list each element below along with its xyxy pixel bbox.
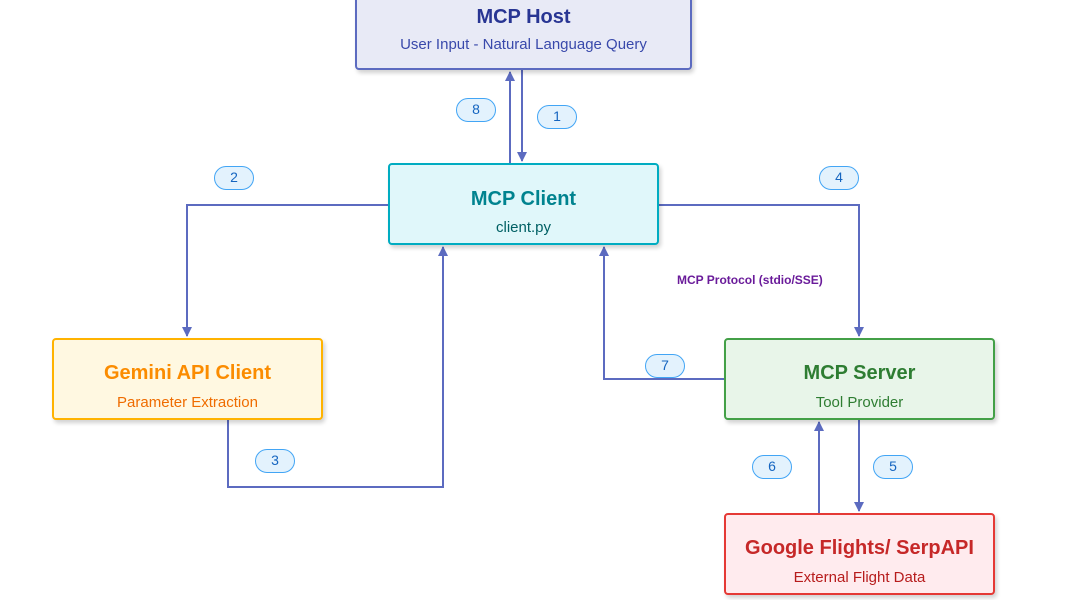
mcp-server-subtitle: Tool Provider — [815, 394, 904, 411]
gemini-api-client-title: Gemini API Client — [103, 362, 272, 384]
google-flights-subtitle: External Flight Data — [793, 569, 926, 586]
edge-gemini-to-client — [227, 246, 448, 488]
step-badge-4: 4 — [819, 166, 859, 190]
mcp-host-node: MCP Host User Input - Natural Language Q… — [355, 0, 692, 70]
edge-client-to-gemini — [182, 204, 388, 337]
edge-server-to-client — [599, 246, 724, 380]
protocol-edge-label: MCP Protocol (stdio/SSE) — [677, 273, 823, 287]
mcp-client-title: MCP Client — [470, 188, 577, 210]
gemini-api-client-node: Gemini API Client Parameter Extraction — [52, 338, 323, 420]
step-badge-7: 7 — [645, 354, 685, 378]
edge-client-to-server — [659, 204, 864, 337]
mcp-server-title: MCP Server — [803, 362, 916, 384]
step-badge-5: 5 — [873, 455, 913, 479]
step-badge-2: 2 — [214, 166, 254, 190]
step-badge-1: 1 — [537, 105, 577, 129]
step-badge-3: 3 — [255, 449, 295, 473]
step-badge-8: 8 — [456, 98, 496, 122]
mcp-client-subtitle: client.py — [495, 219, 552, 236]
gemini-api-client-subtitle: Parameter Extraction — [117, 394, 258, 411]
google-flights-title: Google Flights/ SerpAPI — [745, 537, 974, 559]
mcp-host-subtitle: User Input - Natural Language Query — [400, 36, 647, 53]
step-badge-6: 6 — [752, 455, 792, 479]
mcp-server-node: MCP Server Tool Provider — [724, 338, 995, 420]
mcp-client-node: MCP Client client.py — [388, 163, 659, 245]
google-flights-node: Google Flights/ SerpAPI External Flight … — [724, 513, 995, 595]
mcp-host-title: MCP Host — [476, 6, 571, 28]
